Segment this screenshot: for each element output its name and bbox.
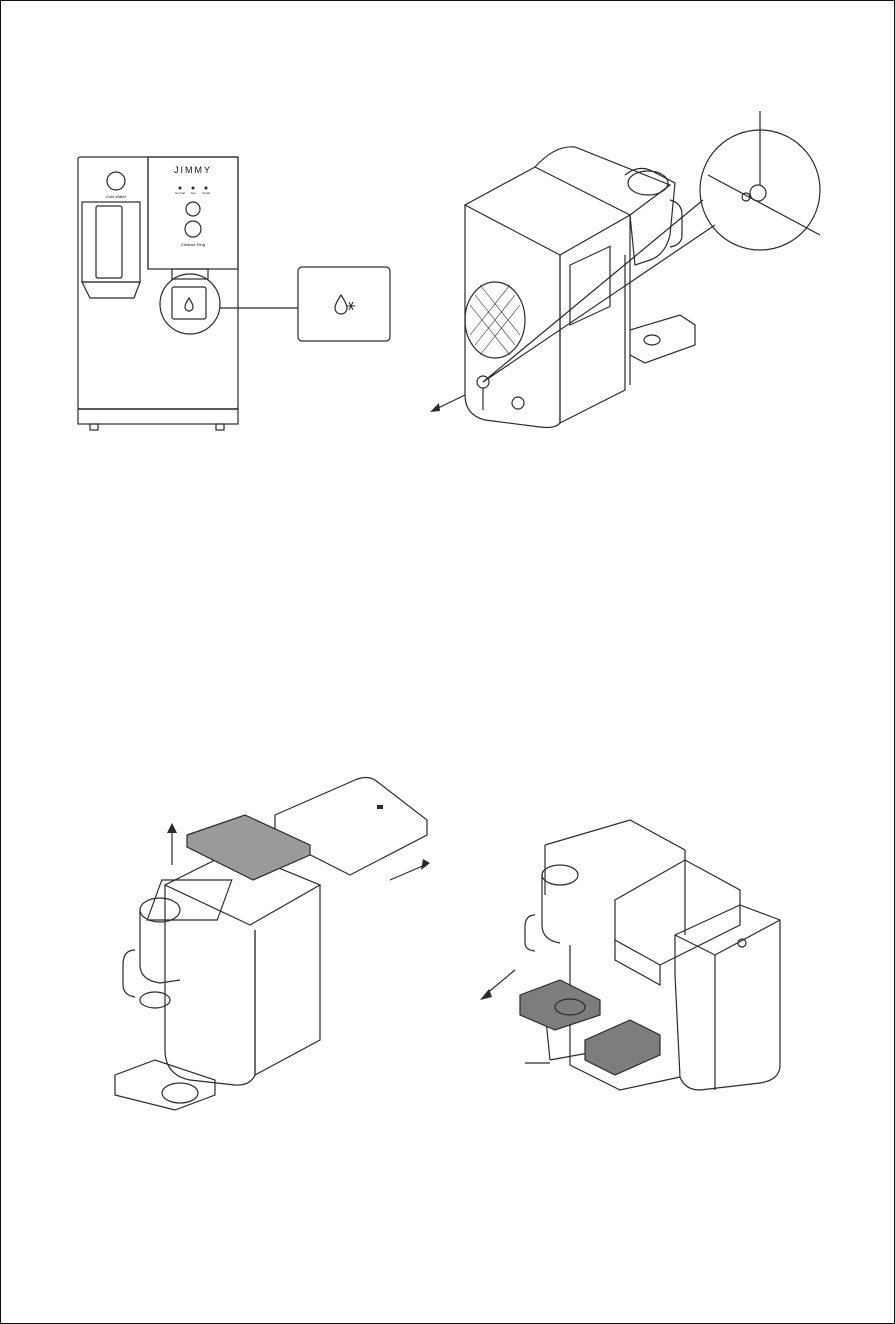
cleanse-ring-label: Cleanse Ring	[181, 242, 205, 247]
front-view-illustration: JIMMY Cold Water Cleanse Ring Normal Tea…	[60, 150, 400, 440]
lid-removal-illustration	[105, 775, 435, 1115]
icon-button-tea-label: Tea	[191, 191, 196, 195]
rear-view-illustration	[420, 105, 840, 435]
icon-button-small-label: Small	[202, 191, 210, 195]
cold-water-label: Cold Water	[106, 194, 127, 199]
icon-button-normal-label: Normal	[175, 191, 185, 195]
brand-logo-text: JIMMY	[174, 165, 212, 175]
drip-tray-removal-illustration	[470, 815, 790, 1095]
